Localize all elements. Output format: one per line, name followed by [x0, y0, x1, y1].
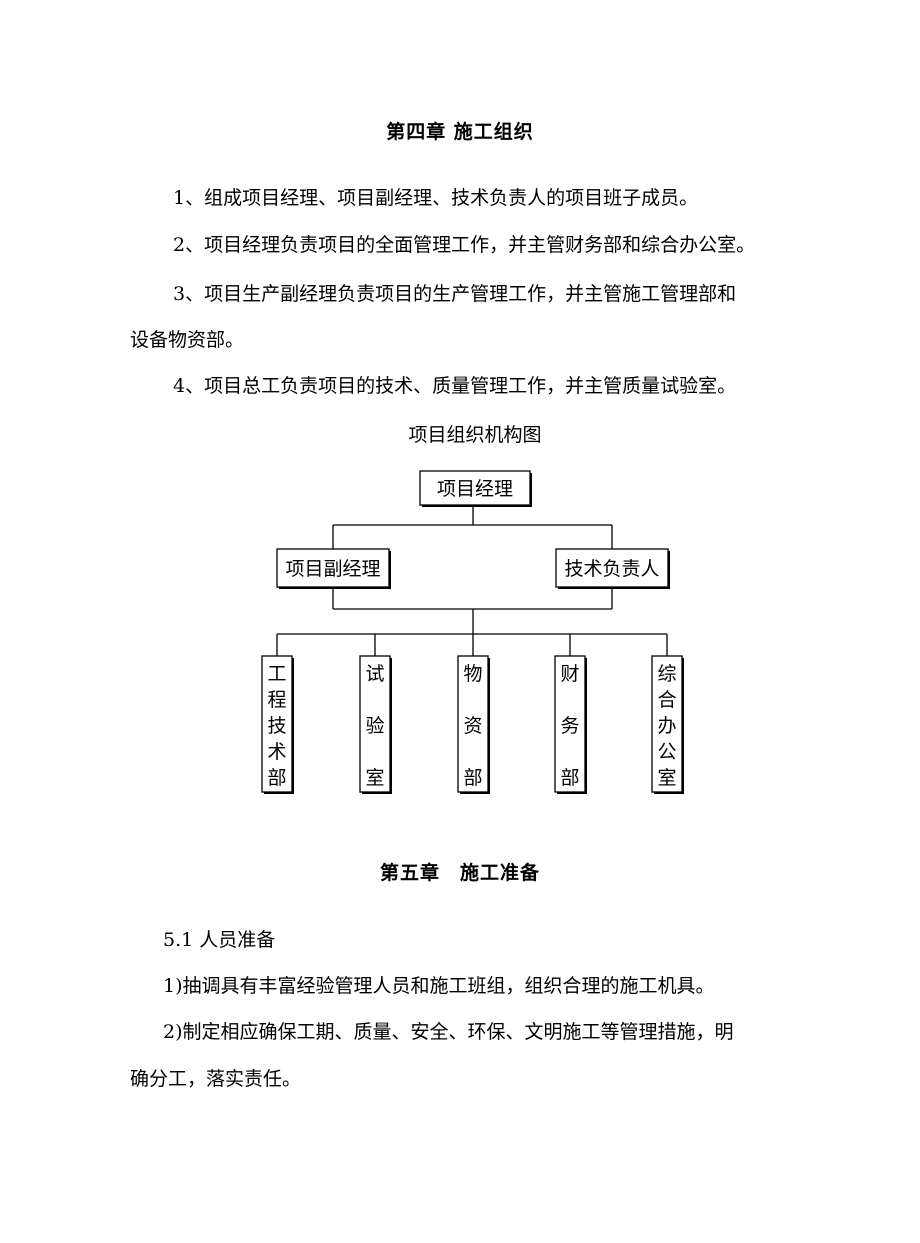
dept-engineering-char: 术 [267, 741, 286, 763]
dept-general-office-char: 合 [657, 689, 676, 711]
section-5-1-title: 5.1 人员准备 [163, 929, 276, 951]
paragraph-4: 4、项目总工负责项目的技术、质量管理工作，并主管质量试验室。 [173, 375, 737, 397]
dept-general-office-char: 办 [657, 715, 676, 737]
dept-general-office-char: 综 [657, 663, 676, 685]
node-dept-engineering: 工 程 技 术 部 [261, 655, 294, 794]
node-deputy-manager-label: 项目副经理 [285, 558, 380, 580]
dept-finance-char: 务 [560, 715, 579, 737]
dept-general-office-char: 室 [657, 767, 676, 789]
dept-materials-char: 部 [463, 767, 482, 789]
node-technical-lead-label: 技术负责人 [564, 558, 659, 580]
dept-laboratory-char: 验 [365, 715, 384, 737]
dept-laboratory-char: 室 [365, 767, 384, 789]
node-dept-materials: 物 资 部 [457, 655, 490, 794]
org-chart: 项目经理 项目副经理 技术负责人 工 程 技 术 部 试 验 室 物 资 部 财 [261, 470, 684, 794]
item-2-cont: 确分工，落实责任。 [130, 1068, 302, 1090]
chapter-5-title: 第五章 施工准备 [379, 862, 540, 884]
dept-engineering-char: 工 [267, 663, 286, 685]
dept-laboratory-char: 试 [365, 663, 384, 685]
paragraph-3: 3、项目生产副经理负责项目的生产管理工作，并主管施工管理部和 [173, 283, 737, 305]
dept-finance-char: 财 [560, 663, 579, 685]
node-dept-laboratory: 试 验 室 [359, 655, 392, 794]
dept-materials-char: 物 [463, 663, 482, 685]
node-deputy-manager: 项目副经理 [276, 548, 391, 589]
item-2: 2)制定相应确保工期、质量、安全、环保、文明施工等管理措施，明 [163, 1021, 734, 1043]
dept-engineering-char: 技 [267, 715, 286, 737]
dept-general-office-char: 公 [657, 741, 676, 763]
node-dept-general-office: 综 合 办 公 室 [651, 655, 684, 794]
dept-materials-char: 资 [463, 715, 482, 737]
paragraph-1: 1、组成项目经理、项目副经理、技术负责人的项目班子成员。 [173, 187, 699, 209]
dept-finance-char: 部 [560, 767, 579, 789]
node-dept-finance: 财 务 部 [554, 655, 587, 794]
org-chart-caption: 项目组织机构图 [408, 424, 542, 446]
node-project-manager: 项目经理 [419, 470, 532, 507]
node-project-manager-label: 项目经理 [437, 478, 513, 500]
dept-engineering-char: 程 [267, 689, 286, 711]
paragraph-3-cont: 设备物资部。 [130, 329, 245, 351]
paragraph-2: 2、项目经理负责项目的全面管理工作，并主管财务部和综合办公室。 [173, 234, 756, 256]
item-1: 1)抽调具有丰富经验管理人员和施工班组，组织合理的施工机具。 [163, 975, 715, 997]
org-chart-connectors [276, 505, 668, 656]
chapter-4-title: 第四章 施工组织 [386, 121, 534, 143]
node-technical-lead: 技术负责人 [555, 548, 670, 589]
dept-engineering-char: 部 [267, 767, 286, 789]
